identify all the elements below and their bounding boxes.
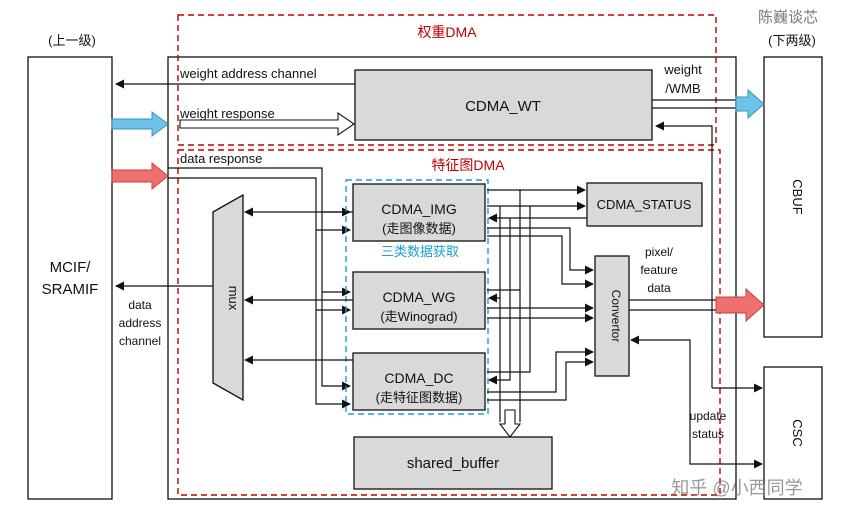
watermark-bottom: 知乎 @小西同学 [671,478,802,498]
mcif-label-line2: SRAMIF [42,281,99,298]
data-address-label-2: address [119,316,162,330]
update-status-label-1: update [690,409,727,423]
img-to-convertor [487,227,594,275]
cdma-wg-block [352,271,486,330]
pixel-label-2: feature [640,263,678,277]
cdma-img-block [352,183,486,242]
data-response-dc-b [315,310,351,409]
cdma-dc-block [352,352,486,411]
data-response-label: data response [180,151,262,166]
pixel-label-1: pixel/ [645,245,674,259]
buffer-hollow-arrow [498,409,522,438]
cdma-wt-label: CDMA_WT [465,98,541,115]
convertor-block [594,255,630,377]
img-to-convertor-b [487,235,594,289]
cdma-status-label: CDMA_STATUS [597,197,692,212]
feature-dma-region [177,149,721,496]
pixel-output-arrow [715,287,765,323]
cdma-wg-label: CDMA_WG [382,289,455,305]
wt-status-feedback [655,121,713,388]
weight-wmb-label-2: /WMB [665,81,700,96]
weight-output-arrow [735,88,765,120]
cdma-wt-block [354,69,653,141]
pixel-label-3: data [647,281,671,295]
update-status-to-csc-2 [689,440,763,469]
watermark-top: 陈巍谈芯 [758,8,818,26]
weight-dma-region [177,14,717,146]
weight-address-channel-label: weight address channel [179,66,317,81]
data-address-label-1: data [128,298,152,312]
lower-level-label: (下两级) [768,33,816,48]
three-types-region [345,179,489,415]
weight-dma-label: 权重DMA [417,24,477,40]
convertor-label: Convertor [609,290,623,343]
data-input-arrow [111,161,169,191]
three-types-label: 三类数据获取 [381,244,459,259]
cbuf-block [763,56,823,338]
data-address-label-3: channel [119,334,161,348]
cdma-status-block [586,182,703,227]
weight-response-hollow-arrow [179,111,355,137]
update-status-label-2: status [692,427,724,441]
mcif-label-line1: MCIF/ [50,259,92,276]
cdma-dc-sublabel: (走特征图数据) [376,390,463,405]
weight-wmb-label-1: weight [663,62,702,77]
csc-label: CSC [790,419,805,446]
shared-buffer-block [353,436,553,490]
csc-block [763,366,823,500]
cdma-img-label: CDMA_IMG [381,201,456,217]
feature-dma-label: 特征图DMA [431,157,505,173]
dc-to-convertor [487,347,594,393]
shared-buffer-label: shared_buffer [407,455,499,472]
mcif-sramif-block [27,56,113,500]
cdma-img-sublabel: (走图像数据) [382,221,456,236]
status-dc-link [487,206,531,373]
cdma-wg-sublabel: (走Winograd) [380,309,457,324]
status-to-dc [488,218,511,385]
data-response-dc [321,292,351,391]
cbuf-label: CBUF [790,179,805,214]
csc-to-convertor [630,335,691,440]
weight-input-arrow [111,111,169,137]
dc-to-convertor-b [487,357,594,401]
cdma-dc-label: CDMA_DC [384,370,453,386]
mux-block [212,193,244,402]
mux-label: mux [226,286,241,311]
upper-level-label: (上一级) [48,33,96,48]
weight-response-label: weight response [179,106,275,121]
data-response-line-b [168,177,351,235]
